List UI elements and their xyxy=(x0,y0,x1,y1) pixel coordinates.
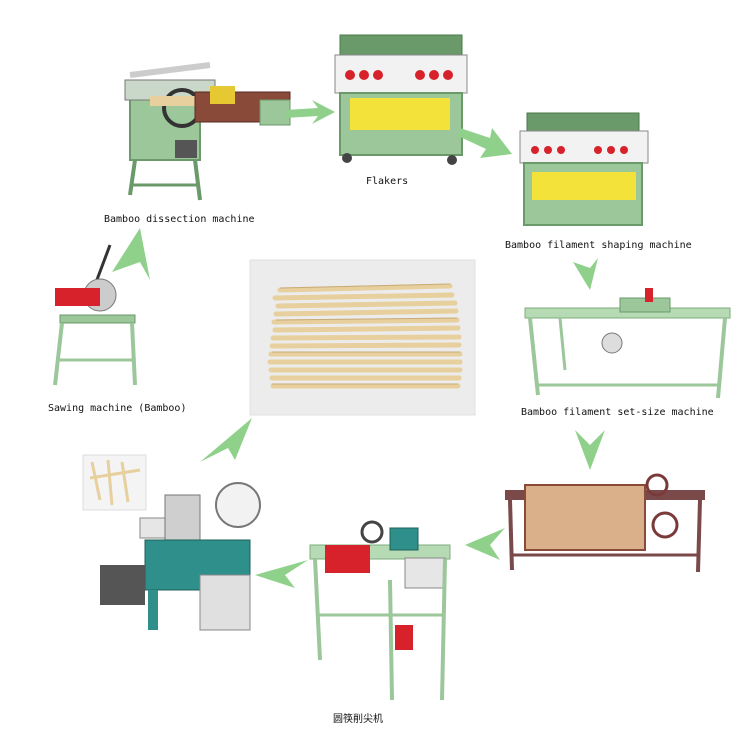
shaping-machine xyxy=(519,112,649,226)
label-shaping: Bamboo filament shaping machine xyxy=(505,240,692,251)
arrow-dissection-to-flakers xyxy=(285,100,335,124)
arrow-shaping-to-setsize xyxy=(573,258,598,290)
setsize-machine xyxy=(524,288,731,399)
label-flakers: Flakers xyxy=(366,176,409,187)
bamboo-sticks-photo xyxy=(249,259,476,416)
label-dissection: Bamboo dissection machine xyxy=(104,214,255,225)
packaging-machine xyxy=(100,482,261,631)
arrow-flakers-to-shaping xyxy=(458,128,512,158)
dissection-machine xyxy=(124,62,291,201)
label-pointing: 圆筷削尖机 xyxy=(333,714,383,725)
arrow-pointing-to-packaging xyxy=(255,560,308,588)
pointing-machine xyxy=(309,520,451,701)
arrow-setsize-to-woodbox xyxy=(575,430,605,470)
sawing-machine xyxy=(53,244,137,386)
arrow-packaging-to-photo xyxy=(200,418,252,462)
arrow-woodbox-to-pointing xyxy=(465,528,505,560)
sample-chopsticks-photo xyxy=(82,454,147,511)
flakers-machine xyxy=(334,34,468,165)
woodbox-machine xyxy=(505,473,705,573)
arrow-sawing-to-dissection xyxy=(112,228,150,280)
label-setsize: Bamboo filament set-size machine xyxy=(521,407,714,418)
label-sawing: Sawing machine (Bamboo) xyxy=(48,403,187,414)
flow-arrows xyxy=(112,100,605,588)
